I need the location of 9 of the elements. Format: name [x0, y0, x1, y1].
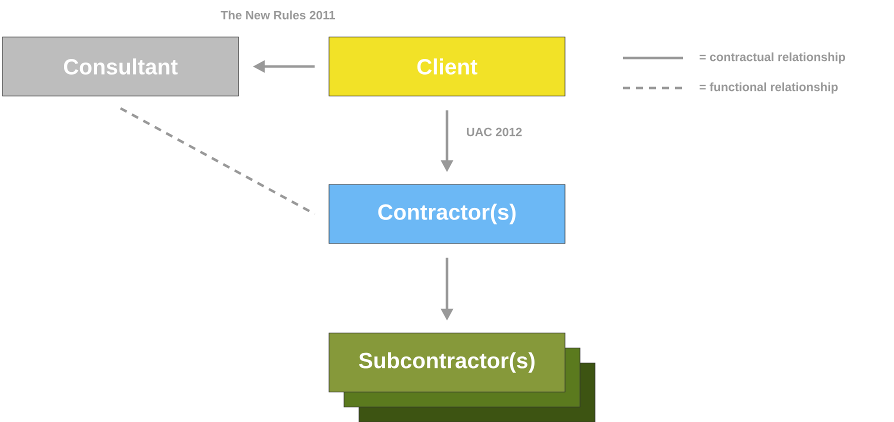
edge-label: The New Rules 2011	[220, 10, 336, 20]
legend-label: = contractual relationship	[700, 52, 846, 64]
consultant-box: Consultant	[2, 36, 239, 96]
stacked-boxes: Subcontractor(s)	[328, 332, 596, 422]
edge-label: UAC 2012	[466, 128, 522, 136]
dashed-line	[120, 107, 316, 216]
client-box: Client	[328, 36, 566, 96]
contractor-box: Contractor(s)	[328, 184, 566, 244]
legend-label: = functional relationship	[700, 82, 838, 94]
